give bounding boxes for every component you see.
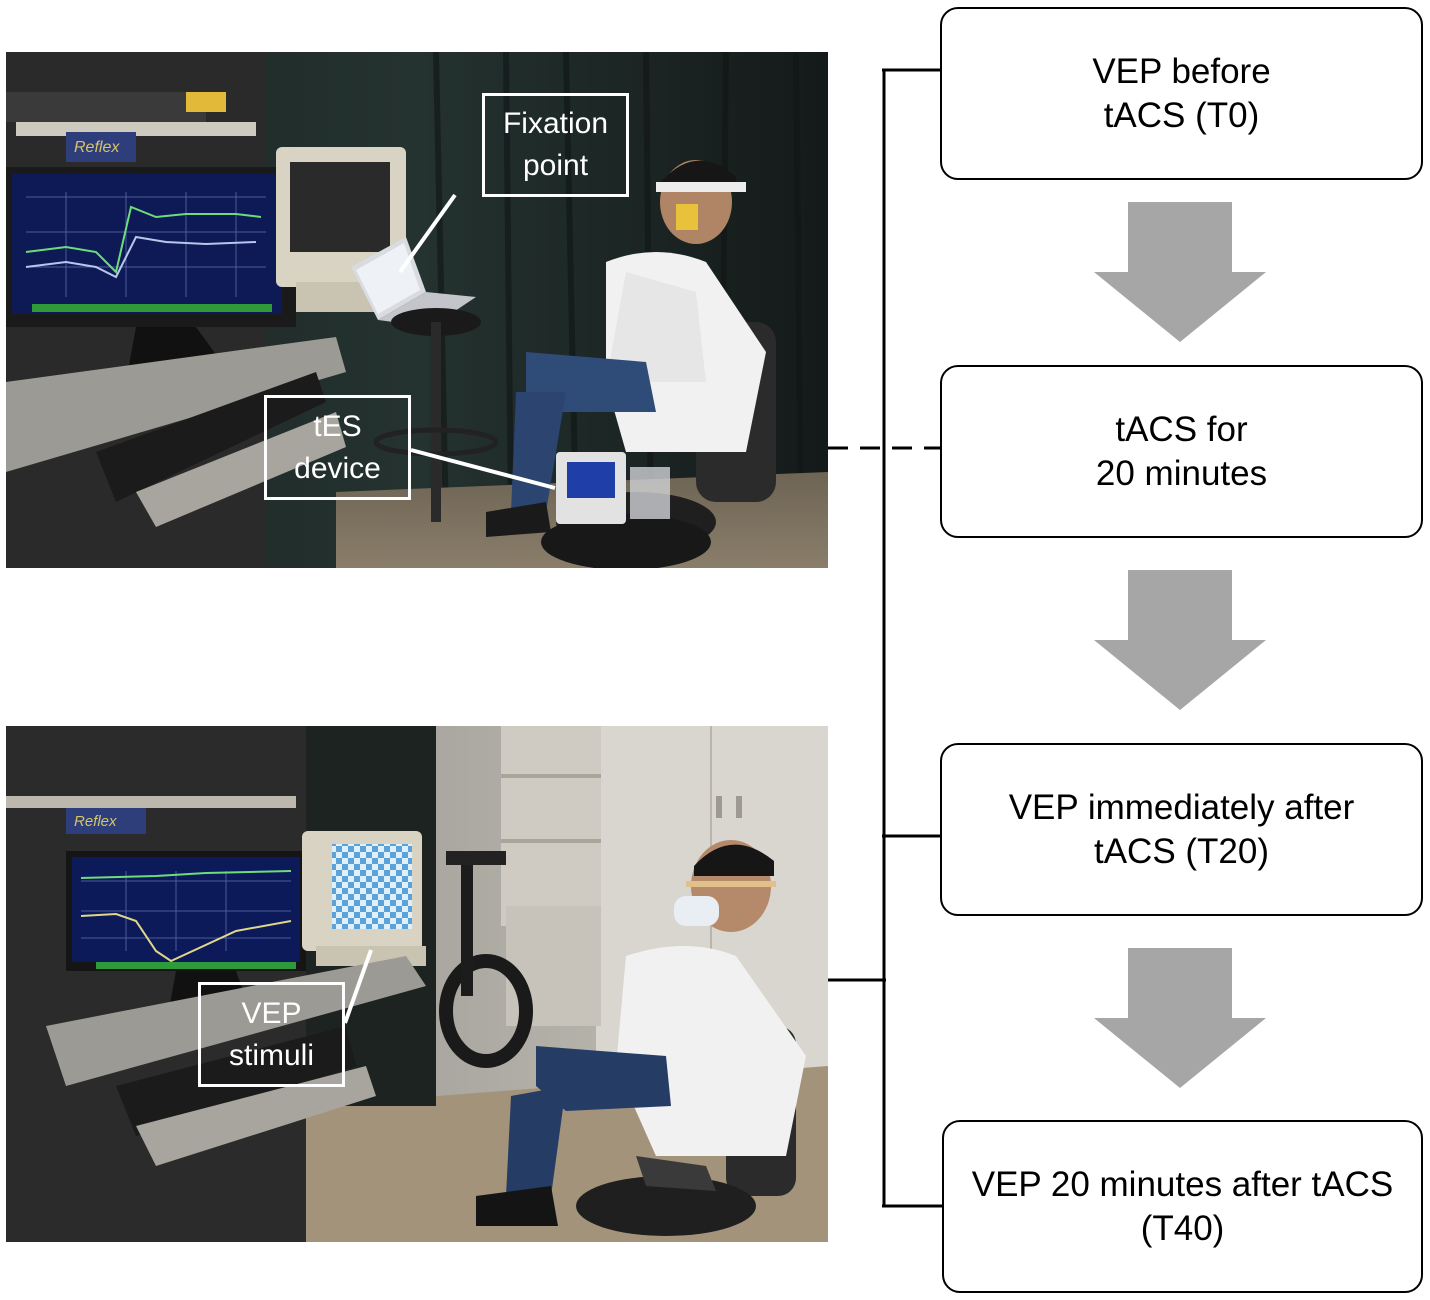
reflex-box-bottom <box>66 808 146 834</box>
flow-step-2-line2: 20 minutes <box>1095 453 1268 493</box>
vep-stimuli-callout: VEP stimuli <box>198 982 345 1087</box>
flow-step-3-line2: tACS (T20) <box>1093 831 1270 871</box>
flow-step-4-line2: (T40) <box>1140 1208 1225 1248</box>
reflex-label-bottom: Reflex <box>74 813 117 830</box>
flow-step-4-line1: VEP 20 minutes after tACS <box>971 1164 1394 1204</box>
down-arrow-3 <box>1094 948 1266 1088</box>
reflex-label: Reflex <box>74 139 120 156</box>
tes-callout-line2: device <box>294 451 381 485</box>
down-arrow-1 <box>1094 202 1266 342</box>
fixation-point-callout: Fixation point <box>482 93 629 197</box>
fixation-callout-line1: Fixation <box>502 107 609 140</box>
top-photo-illustration: Reflex <box>6 52 828 568</box>
down-arrow-2 <box>1094 570 1266 710</box>
flow-step-1-line1: VEP before <box>1092 51 1271 91</box>
flow-step-2-line1: tACS for <box>1115 409 1248 449</box>
tes-device-callout: tES device <box>264 395 411 500</box>
flow-step-3-line1: VEP immediately after <box>1008 787 1355 827</box>
vep-callout-line1: VEP <box>241 996 302 1030</box>
tes-callout-line1: tES <box>313 409 362 443</box>
vep-callout-line2: stimuli <box>228 1038 314 1072</box>
flow-step-vep-t0: VEP before tACS (T0) <box>940 7 1423 180</box>
checkerboard-stimulus <box>332 844 412 929</box>
flow-step-1-line2: tACS (T0) <box>1103 95 1260 135</box>
flow-step-vep-t40: VEP 20 minutes after tACS (T40) <box>942 1120 1423 1293</box>
fixation-pointer-line <box>398 193 457 274</box>
tes-pointer-line <box>410 448 556 490</box>
flow-step-tacs-20min: tACS for 20 minutes <box>940 365 1423 538</box>
fixation-callout-line2: point <box>522 149 589 182</box>
reflex-box <box>66 132 136 162</box>
vep-pointer-line <box>343 949 373 1024</box>
top-photo: Reflex <box>6 52 828 568</box>
flow-step-vep-t20: VEP immediately after tACS (T20) <box>940 743 1423 916</box>
